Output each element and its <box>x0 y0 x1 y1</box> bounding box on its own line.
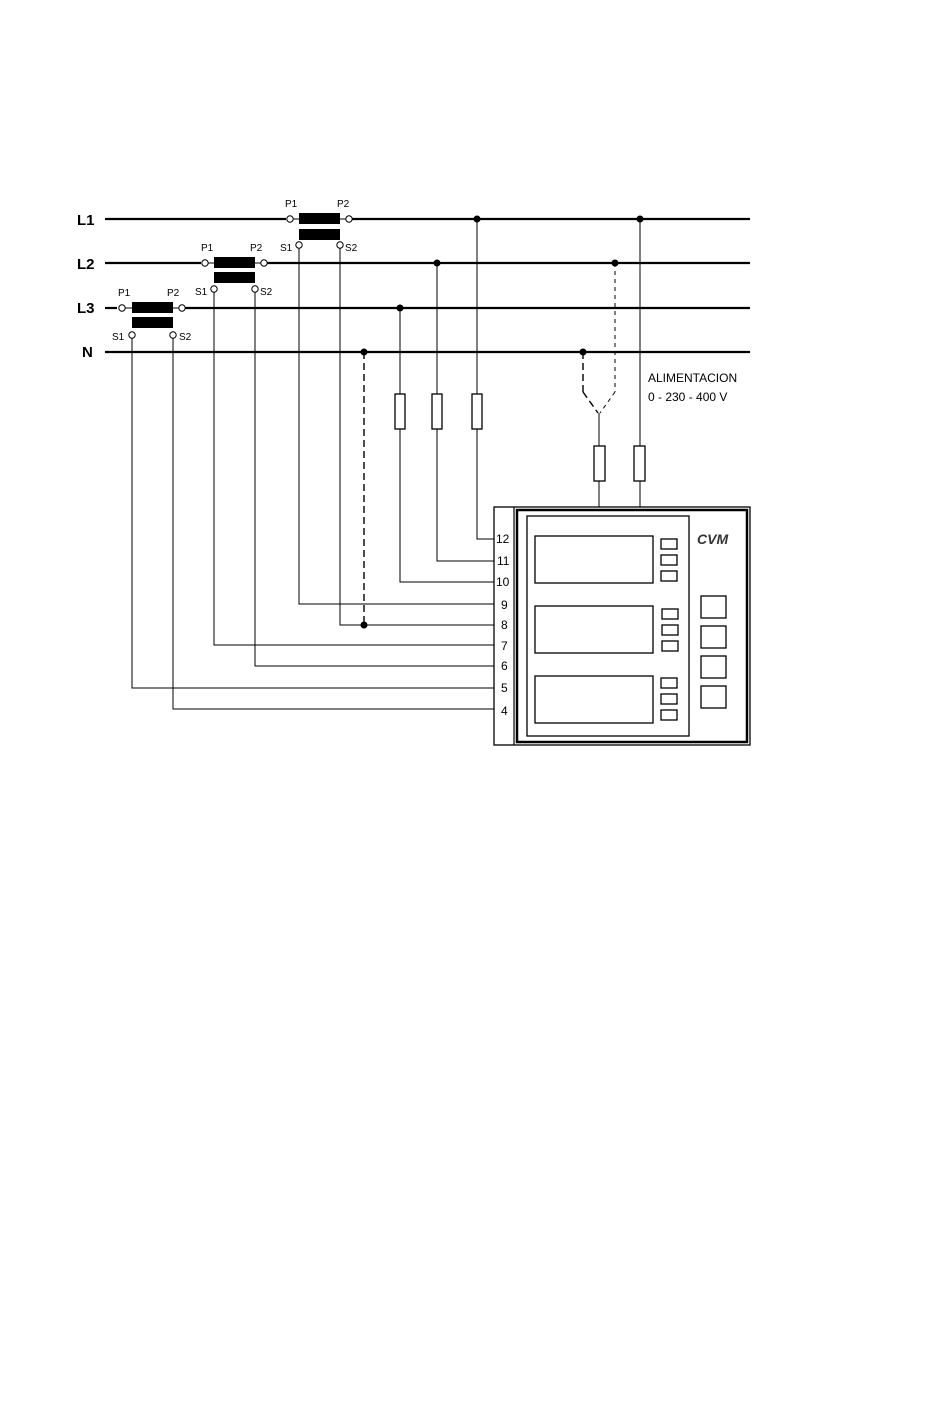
wire-l2-to-11 <box>437 429 496 561</box>
brand-logo: CVM <box>697 531 728 547</box>
meter-key-1[interactable] <box>701 596 726 618</box>
node-terminal-8 <box>361 622 368 629</box>
line-label-n: N <box>82 344 93 361</box>
line-label-l3: L3 <box>77 300 95 317</box>
indicator-3c <box>661 710 677 720</box>
fuse-l2 <box>432 394 442 429</box>
indicator-3b <box>661 694 677 704</box>
svg-text:P1: P1 <box>118 288 131 299</box>
indicator-2a <box>662 609 678 619</box>
wire-l1-to-12 <box>477 429 496 539</box>
wire-ct-l1-s2 <box>340 248 496 625</box>
supply-voltage: 0 - 230 - 400 V <box>648 390 727 404</box>
svg-text:P2: P2 <box>167 288 180 299</box>
meter-key-2[interactable] <box>701 626 726 648</box>
wire-l3-to-10 <box>400 429 496 582</box>
terminal-4: 4 <box>501 704 508 718</box>
terminal-10: 10 <box>496 575 510 589</box>
display-2 <box>535 606 653 653</box>
indicator-2c <box>662 641 678 651</box>
display-3 <box>535 676 653 723</box>
svg-text:S2: S2 <box>179 332 192 343</box>
fuse-l3 <box>395 394 405 429</box>
indicator-2b <box>662 625 678 635</box>
fuse-supply-b <box>634 446 645 481</box>
svg-text:S2: S2 <box>345 243 358 254</box>
meter-key-4[interactable] <box>701 686 726 708</box>
wire-ct-l2-s1 <box>214 292 496 645</box>
terminal-12: 12 <box>496 532 510 546</box>
fuse-l1 <box>472 394 482 429</box>
ct-l1: P1 P2 S1 S2 <box>280 199 358 254</box>
supply-label: ALIMENTACION <box>648 371 737 385</box>
indicator-1b <box>661 555 677 565</box>
line-label-l2: L2 <box>77 256 95 273</box>
line-label-l1: L1 <box>77 212 95 229</box>
meter-key-3[interactable] <box>701 656 726 678</box>
svg-text:P2: P2 <box>337 199 350 210</box>
svg-text:S1: S1 <box>195 287 208 298</box>
indicator-1a <box>661 539 677 549</box>
wire-ct-l2-s2 <box>255 292 496 666</box>
svg-text:P1: P1 <box>201 243 214 254</box>
terminal-11: 11 <box>497 554 510 568</box>
svg-text:S1: S1 <box>280 243 293 254</box>
cvm-meter: CVM <box>494 507 750 745</box>
terminal-5: 5 <box>501 681 508 695</box>
terminal-9: 9 <box>501 598 508 612</box>
wire-ct-l3-s2 <box>173 338 496 709</box>
svg-text:P1: P1 <box>285 199 298 210</box>
indicator-3a <box>661 678 677 688</box>
fuse-supply-a <box>594 446 605 481</box>
svg-text:P2: P2 <box>250 243 263 254</box>
wire-ct-l3-s1 <box>132 338 496 688</box>
indicator-1c <box>661 571 677 581</box>
terminal-8: 8 <box>501 618 508 632</box>
terminal-6: 6 <box>501 659 508 673</box>
display-1 <box>535 536 653 583</box>
svg-text:S2: S2 <box>260 287 273 298</box>
ct-l3: P1 P2 S1 S2 <box>112 288 192 343</box>
terminal-7: 7 <box>501 639 508 653</box>
ct-l2: P1 P2 S1 S2 <box>195 243 273 298</box>
svg-text:S1: S1 <box>112 332 125 343</box>
